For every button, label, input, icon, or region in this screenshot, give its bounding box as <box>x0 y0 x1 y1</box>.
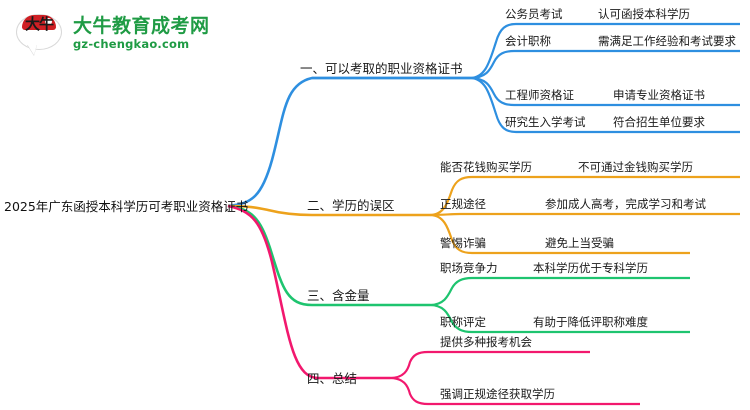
leaf-node-1-3-label[interactable]: 工程师资格证 <box>505 88 574 102</box>
leaf-node-2-3-label[interactable]: 警惕诈骗 <box>440 236 486 250</box>
branch-3-leaf-connector-1 <box>429 276 690 307</box>
leaf-node-1-4-detail[interactable]: 符合招生单位要求 <box>613 115 705 129</box>
branch-1-spine <box>227 76 470 208</box>
branch-4-leaf-connector-1 <box>389 350 590 380</box>
leaf-node-1-1-label[interactable]: 公务员考试 <box>505 7 563 21</box>
leaf-node-2-1-detail[interactable]: 不可通过金钱购买学历 <box>578 160 693 174</box>
leaf-node-2-2-label[interactable]: 正规途径 <box>440 197 486 211</box>
branch-node-3[interactable]: 三、含金量 <box>307 288 370 303</box>
leaf-node-4-2-label[interactable]: 强调正规途径获取学历 <box>440 387 555 401</box>
leaf-node-1-4-label[interactable]: 研究生入学考试 <box>505 115 586 129</box>
leaf-node-2-3-detail[interactable]: 避免上当受骗 <box>545 236 614 250</box>
logo-wordmark: 大牛教育成考网 gz-chengkao.com <box>73 17 210 51</box>
logo-bubble-icon: 大牛 <box>14 11 66 57</box>
branch-node-1[interactable]: 一、可以考取的职业资格证书 <box>300 61 463 76</box>
leaf-node-2-1-label[interactable]: 能否花钱购买学历 <box>440 160 532 174</box>
logo-subtitle-url: gz-chengkao.com <box>73 37 190 52</box>
leaf-node-1-3-detail[interactable]: 申请专业资格证书 <box>613 88 705 102</box>
logo-title: 大牛教育成考网 <box>73 15 210 38</box>
leaf-node-3-2-detail[interactable]: 有助于降低评职称难度 <box>533 315 648 329</box>
leaf-node-1-2-detail[interactable]: 需满足工作经验和考试要求 <box>598 34 736 48</box>
leaf-node-3-1-label[interactable]: 职场竞争力 <box>440 261 498 275</box>
leaf-node-3-2-label[interactable]: 职称评定 <box>440 315 486 329</box>
branch-node-4[interactable]: 四、总结 <box>307 371 358 386</box>
leaf-node-3-1-detail[interactable]: 本科学历优于专科学历 <box>533 261 648 275</box>
branch-node-2[interactable]: 二、学历的误区 <box>307 198 395 213</box>
branch-2-leaf-connector-2 <box>429 212 740 217</box>
leaf-node-4-1-label[interactable]: 提供多种报考机会 <box>440 335 532 349</box>
site-logo: 大牛 大牛教育成考网 gz-chengkao.com <box>14 8 229 60</box>
speech-bubble-tail <box>27 44 37 55</box>
logo-red-arc-dot <box>45 18 52 25</box>
leaf-node-1-2-label[interactable]: 会计职称 <box>505 34 551 48</box>
root-node-label[interactable]: 2025年广东函授本科学历可考职业资格证书 <box>4 199 249 214</box>
leaf-node-1-1-detail[interactable]: 认可函授本科学历 <box>598 7 690 21</box>
leaf-node-2-2-detail[interactable]: 参加成人高考，完成学习和考试 <box>545 197 706 211</box>
branch-1-leaf-connector-2 <box>469 49 740 80</box>
logo-mark-text: 大牛 <box>24 15 54 33</box>
